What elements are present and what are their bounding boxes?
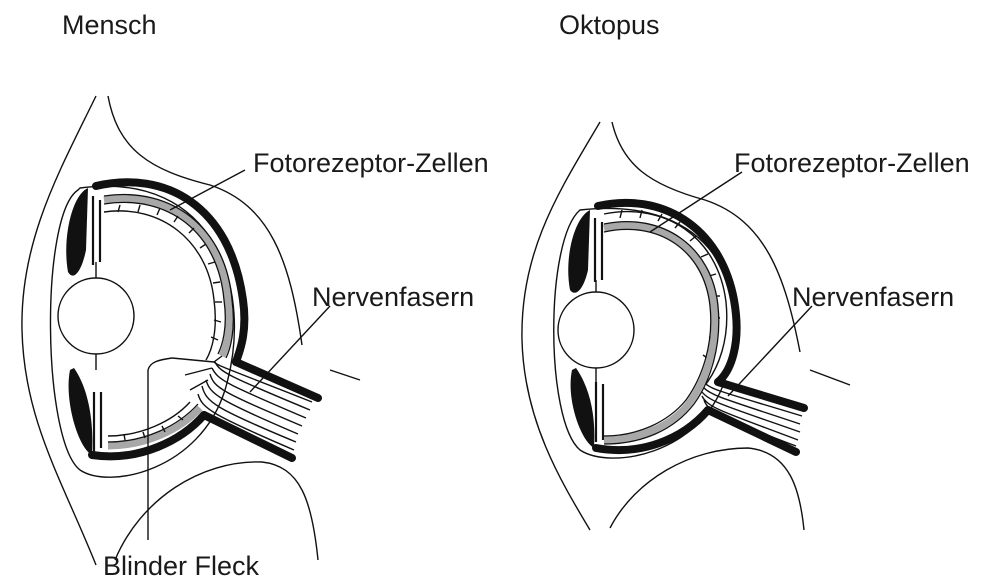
human-lower-soft bbox=[330, 370, 360, 380]
human-nerve-leader bbox=[250, 306, 330, 392]
human-orbit-bottom bbox=[115, 462, 318, 560]
octopus-lower-soft bbox=[810, 370, 850, 385]
octopus-photoreceptor-layer bbox=[604, 225, 715, 440]
octopus-photoreceptor-label: Fotorezeptor-Zellen bbox=[734, 148, 970, 178]
octopus-orbit-outer bbox=[522, 122, 600, 530]
human-lens bbox=[58, 278, 134, 354]
human-photoreceptor-edge-inner bbox=[104, 202, 225, 354]
human-orbit-top bbox=[108, 96, 302, 345]
human-blind-spot-label: Blinder Fleck bbox=[103, 551, 260, 581]
human-nerve-fibers-label: Nervenfasern bbox=[312, 282, 474, 312]
octopus-orbit-bottom bbox=[610, 448, 804, 530]
octopus-nerve-fibers-label: Nervenfasern bbox=[792, 282, 954, 312]
octopus-photoreceptor-edge-outer bbox=[604, 222, 719, 444]
octopus-photoreceptor-leader bbox=[650, 172, 742, 232]
human-photoreceptor-label: Fotorezeptor-Zellen bbox=[253, 148, 489, 178]
octopus-lens bbox=[558, 292, 634, 368]
octopus-eye-title: Oktopus bbox=[559, 10, 660, 40]
octopus-iris-bottom bbox=[571, 368, 595, 448]
human-iris-bottom bbox=[69, 368, 93, 455]
human-eye: Mensch bbox=[22, 10, 489, 581]
octopus-eye: Oktopus bbox=[522, 10, 970, 530]
human-eye-title: Mensch bbox=[62, 10, 157, 40]
human-retina-inner-lower bbox=[108, 402, 190, 436]
human-orbit-outer bbox=[22, 96, 96, 565]
